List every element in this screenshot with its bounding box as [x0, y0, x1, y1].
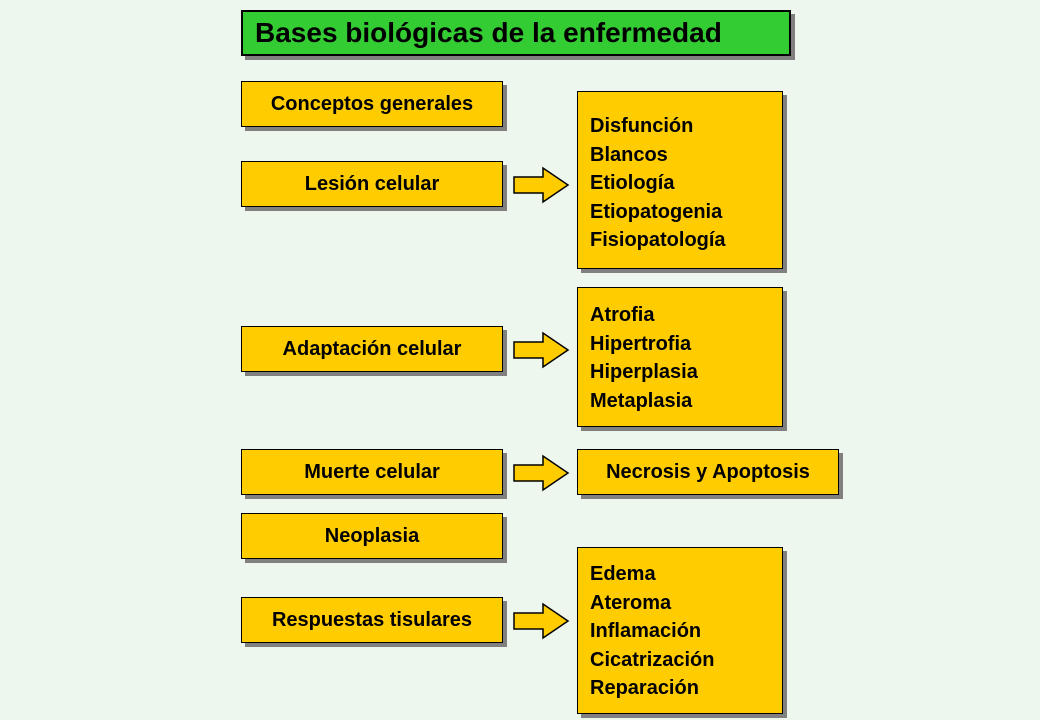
detail-item: Fisiopatología — [590, 229, 726, 251]
arrow-adaptacion — [511, 330, 571, 370]
detail-item: Hiperplasia — [590, 361, 698, 383]
category-neoplasia: Neoplasia — [241, 513, 503, 559]
detail-item: Disfunción — [590, 115, 694, 137]
detail-box-respuestas: Edema Ateroma Inflamación Cicatrización … — [577, 547, 783, 714]
detail-item: Inflamación — [590, 620, 702, 642]
detail-box-adaptacion: Atrofia Hipertrofia Hiperplasia Metaplas… — [577, 287, 783, 427]
arrow-muerte — [511, 453, 571, 493]
category-lesion-celular: Lesión celular — [241, 161, 503, 207]
arrow-lesion — [511, 165, 571, 205]
detail-item: Edema — [590, 563, 656, 585]
detail-item: Blancos — [590, 143, 668, 166]
category-conceptos-generales: Conceptos generales — [241, 81, 503, 127]
category-respuestas-tisulares: Respuestas tisulares — [241, 597, 503, 643]
detail-item: Reparación — [590, 677, 699, 699]
detail-item: Cicatrización — [590, 648, 715, 671]
detail-item: Ateroma — [590, 591, 672, 614]
category-adaptacion-celular: Adaptación celular — [241, 326, 503, 372]
detail-item: Etiología — [590, 172, 675, 194]
diagram-title: Bases biológicas de la enfermedad — [241, 10, 791, 56]
detail-item: Hipertrofia — [590, 332, 692, 355]
detail-item: Metaplasia — [590, 389, 693, 412]
category-muerte-celular: Muerte celular — [241, 449, 503, 495]
detail-item: Atrofia — [590, 304, 655, 326]
detail-item: Etiopatogenia — [590, 200, 723, 223]
detail-box-muerte: Necrosis y Apoptosis — [577, 449, 839, 495]
arrow-respuestas — [511, 601, 571, 641]
detail-box-lesion: Disfunción Blancos Etiología Etiopatogen… — [577, 91, 783, 269]
